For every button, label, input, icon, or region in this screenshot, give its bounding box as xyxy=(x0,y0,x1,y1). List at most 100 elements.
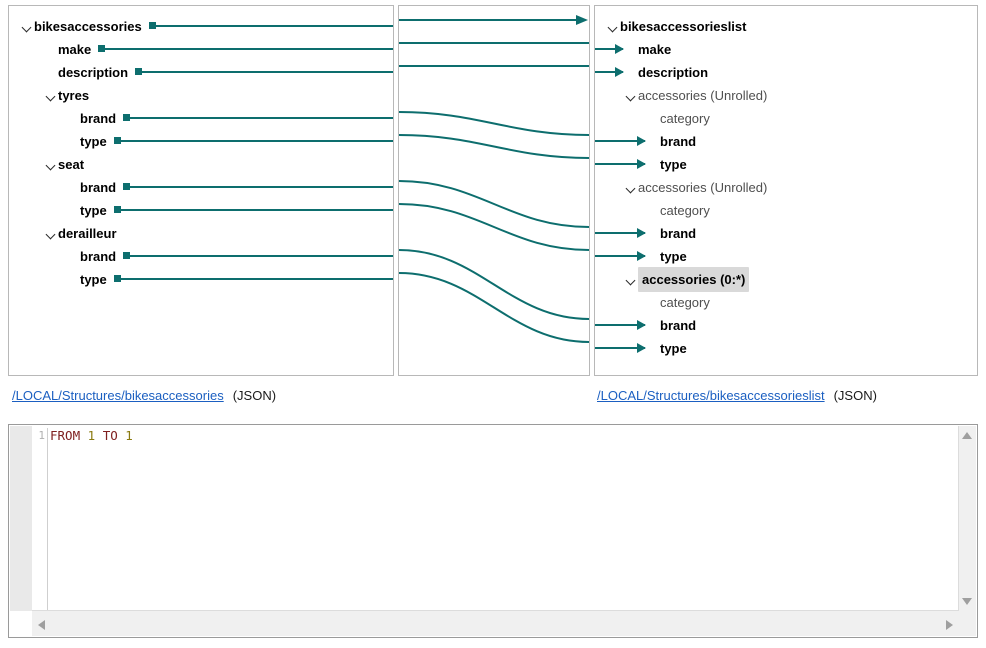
chevron-down-icon[interactable] xyxy=(45,222,58,245)
target-tree-row[interactable]: description xyxy=(625,60,708,83)
target-connector-arrow[interactable] xyxy=(595,343,646,353)
source-tree-row-label: description xyxy=(58,65,129,81)
target-tree-row-label: type xyxy=(660,157,687,173)
source-connector-node[interactable] xyxy=(98,45,105,52)
target-tree-row[interactable]: category xyxy=(647,106,710,129)
source-tree-row[interactable]: type xyxy=(67,198,107,221)
code-token-number: 1 xyxy=(125,428,133,443)
source-tree-row-label: seat xyxy=(58,157,85,173)
source-tree-row[interactable]: brand xyxy=(67,175,116,198)
source-connector-line[interactable] xyxy=(121,140,393,142)
source-connector-node[interactable] xyxy=(114,275,121,282)
triangle-right-icon[interactable] xyxy=(946,620,953,630)
target-format-label: (JSON) xyxy=(833,388,877,403)
triangle-left-icon[interactable] xyxy=(38,620,45,630)
target-tree-row[interactable]: type xyxy=(647,152,687,175)
target-tree-row[interactable]: accessories (Unrolled) xyxy=(625,175,767,198)
source-connector-node[interactable] xyxy=(135,68,142,75)
target-connector-arrow[interactable] xyxy=(595,228,646,238)
source-tree-row[interactable]: type xyxy=(67,267,107,290)
mapping-connector-panel[interactable] xyxy=(398,5,590,376)
source-path-link[interactable]: /LOCAL/Structures/bikesaccessories xyxy=(12,388,224,403)
chevron-down-icon[interactable] xyxy=(21,15,34,38)
mapping-connection-line[interactable] xyxy=(399,111,589,136)
mapping-connection-line[interactable] xyxy=(399,134,589,159)
source-connector-node[interactable] xyxy=(114,137,121,144)
source-tree-row[interactable]: bikesaccessories xyxy=(21,14,142,37)
target-tree-row-label: type xyxy=(660,249,687,265)
source-connector-node[interactable] xyxy=(114,206,121,213)
target-tree-row[interactable]: type xyxy=(647,336,687,359)
source-tree-row[interactable]: make xyxy=(45,37,91,60)
target-path-link[interactable]: /LOCAL/Structures/bikesaccessorieslist xyxy=(597,388,825,403)
target-tree-row-label: accessories (Unrolled) xyxy=(638,88,768,104)
source-tree-row[interactable]: description xyxy=(45,60,128,83)
triangle-up-icon[interactable] xyxy=(962,432,972,439)
target-connector-arrow[interactable] xyxy=(595,67,624,77)
editor-vertical-scrollbar[interactable] xyxy=(958,426,976,611)
connector-lines[interactable] xyxy=(399,6,589,375)
mapping-connection-line[interactable] xyxy=(399,249,589,320)
target-tree-row-label: category xyxy=(660,295,710,311)
source-connector-line[interactable] xyxy=(130,255,393,257)
source-tree-row[interactable]: type xyxy=(67,129,107,152)
source-tree-row[interactable]: derailleur xyxy=(45,221,117,244)
source-connector-line[interactable] xyxy=(130,117,393,119)
code-token-number: 1 xyxy=(87,428,96,443)
source-tree-row[interactable]: brand xyxy=(67,106,116,129)
editor-inner: 1 FROM 1 TO 1 xyxy=(10,426,976,636)
source-connector-line[interactable] xyxy=(142,71,393,73)
source-tree-row-label: tyres xyxy=(58,88,90,104)
target-connector-arrow[interactable] xyxy=(595,159,646,169)
source-connector-line[interactable] xyxy=(121,209,393,211)
source-tree-row-label: type xyxy=(80,134,107,150)
source-tree-row[interactable]: tyres xyxy=(45,83,89,106)
mapping-connection-line[interactable] xyxy=(399,203,589,251)
chevron-down-icon[interactable] xyxy=(625,84,638,107)
line-number: 1 xyxy=(38,429,45,442)
source-tree-row-label: type xyxy=(80,203,107,219)
target-tree-row-label: accessories (0:*) xyxy=(638,267,750,293)
chevron-down-icon[interactable] xyxy=(625,176,638,199)
source-connector-node[interactable] xyxy=(123,114,130,121)
target-connector-arrow[interactable] xyxy=(595,136,646,146)
target-tree-row[interactable]: type xyxy=(647,244,687,267)
mapping-connection-line[interactable] xyxy=(399,180,589,228)
chevron-down-icon[interactable] xyxy=(607,15,620,38)
target-tree-row[interactable]: category xyxy=(647,198,710,221)
source-tree-row[interactable]: brand xyxy=(67,244,116,267)
chevron-down-icon[interactable] xyxy=(45,84,58,107)
mapping-connection-line[interactable] xyxy=(399,272,589,343)
target-tree-row[interactable]: brand xyxy=(647,313,696,336)
target-tree-row[interactable]: category xyxy=(647,290,710,313)
target-tree-row[interactable]: accessories (Unrolled) xyxy=(625,83,767,106)
source-connector-line[interactable] xyxy=(156,25,393,27)
source-connector-node[interactable] xyxy=(123,183,130,190)
target-connector-arrow[interactable] xyxy=(595,320,646,330)
expression-editor[interactable]: 1 FROM 1 TO 1 xyxy=(8,424,978,638)
target-connector-arrow[interactable] xyxy=(595,251,646,261)
source-connector-node[interactable] xyxy=(149,22,156,29)
source-connector-line[interactable] xyxy=(105,48,393,50)
target-connector-arrow[interactable] xyxy=(595,44,624,54)
target-tree-row[interactable]: make xyxy=(625,37,671,60)
target-tree-row[interactable]: accessories (0:*) xyxy=(625,267,750,293)
chevron-down-icon[interactable] xyxy=(45,153,58,176)
code-text-area[interactable]: FROM 1 TO 1 xyxy=(50,426,958,611)
editor-horizontal-scrollbar[interactable] xyxy=(32,610,959,636)
source-tree-row[interactable]: seat xyxy=(45,152,84,175)
source-tree-row-label: brand xyxy=(80,111,117,127)
target-tree-row[interactable]: brand xyxy=(647,221,696,244)
target-tree-row[interactable]: brand xyxy=(647,129,696,152)
source-tree-row-label: type xyxy=(80,272,107,288)
connection-arrowhead-icon xyxy=(576,15,588,25)
triangle-down-icon[interactable] xyxy=(962,598,972,605)
source-connector-line[interactable] xyxy=(130,186,393,188)
source-connector-line[interactable] xyxy=(121,278,393,280)
target-tree-row-label: type xyxy=(660,341,687,357)
code-line-1: FROM 1 TO 1 xyxy=(50,428,958,444)
chevron-down-icon[interactable] xyxy=(625,268,638,291)
source-connector-node[interactable] xyxy=(123,252,130,259)
target-tree-row[interactable]: bikesaccessorieslist xyxy=(607,14,746,37)
